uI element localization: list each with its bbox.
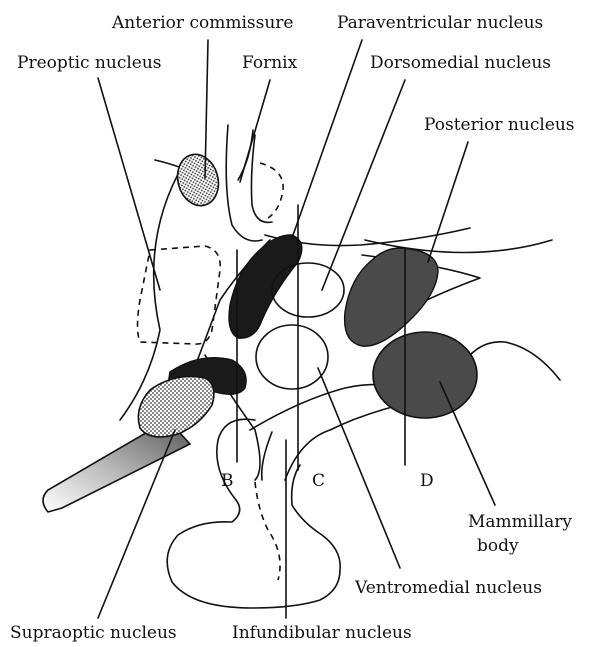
label-paraventricular-nucleus: Paraventricular nucleus <box>337 13 543 33</box>
dorsomedial-nucleus-shape <box>272 263 344 317</box>
anterior-commissure-shape <box>172 150 224 211</box>
ventromedial-nucleus-shape <box>256 325 328 389</box>
supraoptic-nucleus-shape <box>138 377 214 437</box>
label-posterior-nucleus: Posterior nucleus <box>424 115 575 135</box>
label-section-c: C <box>312 471 325 491</box>
paraventricular-nucleus-shape <box>229 235 302 338</box>
label-dorsomedial-nucleus: Dorsomedial nucleus <box>370 53 551 73</box>
fornix-structure <box>226 125 283 241</box>
label-mammillary-line1: Mammillary <box>468 512 572 532</box>
label-section-d: D <box>420 471 434 491</box>
mammillary-body-shape <box>373 332 477 418</box>
label-supraoptic-nucleus: Supraoptic nucleus <box>10 623 177 643</box>
label-anterior-commissure: Anterior commissure <box>111 13 293 33</box>
label-fornix: Fornix <box>242 53 298 73</box>
pituitary-outline <box>167 419 340 608</box>
label-ventromedial-nucleus: Ventromedial nucleus <box>354 578 542 598</box>
label-preoptic-nucleus: Preoptic nucleus <box>17 53 162 73</box>
label-infundibular-nucleus: Infundibular nucleus <box>232 623 412 643</box>
label-section-b: B <box>221 471 234 491</box>
label-mammillary-line2: body <box>477 536 519 556</box>
hypothalamus-outline <box>120 160 560 480</box>
preoptic-nucleus-shape <box>138 246 221 344</box>
